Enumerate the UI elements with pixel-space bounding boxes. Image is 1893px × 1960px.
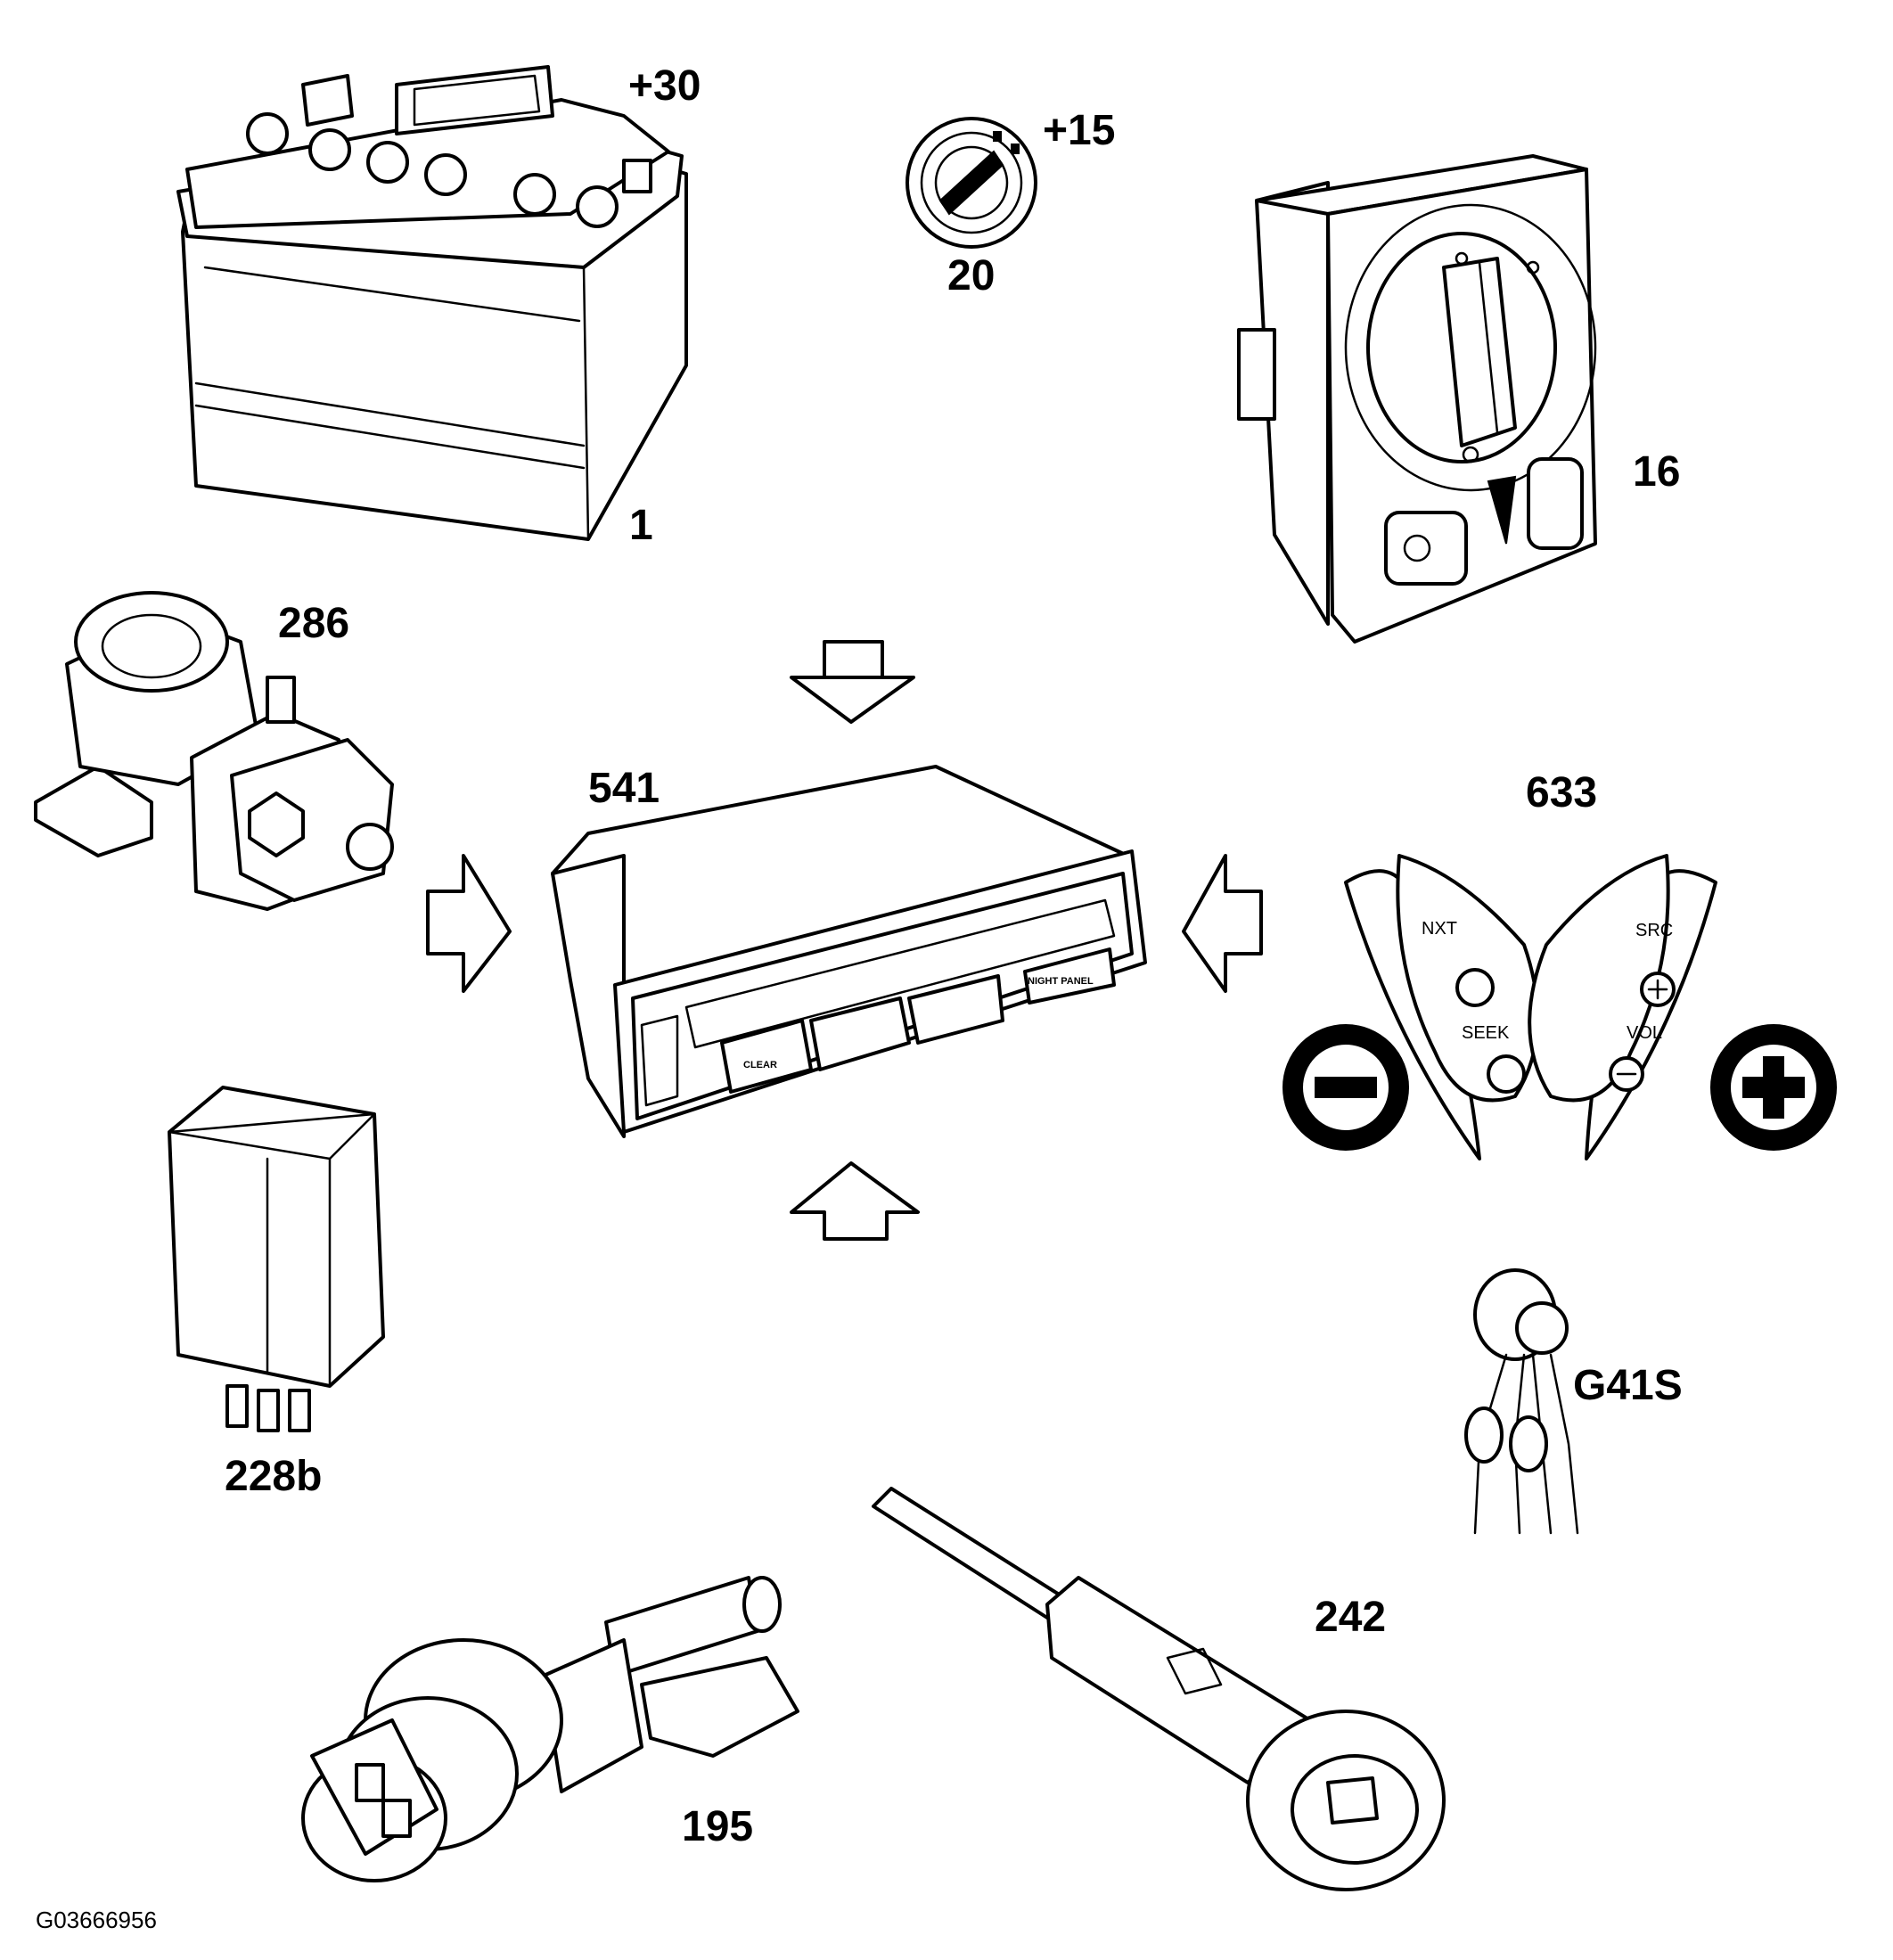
display-unit (551, 765, 1147, 1138)
ignition-switch (906, 117, 1037, 249)
sensor-242 (872, 1487, 1446, 1891)
vol-label: VOL (1627, 1023, 1662, 1043)
arrow-up-icon (790, 1161, 920, 1241)
sensor-242-label: 242 (1315, 1594, 1386, 1641)
sensor-195-label: 195 (682, 1803, 753, 1850)
arrow-right-icon (426, 854, 512, 993)
src-button-label: SRC (1635, 921, 1673, 940)
ignition-terminal-label: +15 (1043, 107, 1115, 154)
battery-label: 1 (629, 502, 653, 549)
display-unit-label: 541 (588, 765, 660, 812)
arrow-down-icon (790, 676, 915, 724)
seek-label: SEEK (1462, 1023, 1510, 1043)
steering-wheel-controls-label: 633 (1526, 769, 1597, 816)
sensor-286 (34, 591, 394, 911)
light-switch-label: 16 (1633, 448, 1680, 496)
battery-terminal-label: +30 (628, 62, 701, 110)
sensor-286-label: 286 (278, 600, 349, 647)
steering-wheel-controls (1282, 854, 1837, 1160)
figure-reference: G03666956 (36, 1907, 157, 1933)
display-night-panel-button-label: NIGHT PANEL (1028, 976, 1094, 987)
light-switch (1237, 154, 1597, 644)
arrow-down-icon (823, 640, 884, 679)
ground-point-label: G41S (1573, 1362, 1683, 1409)
ignition-switch-label: 20 (947, 252, 995, 299)
nxt-button-label: NXT (1422, 919, 1457, 939)
sensor-195 (301, 1576, 799, 1882)
relay-label: 228b (225, 1453, 322, 1500)
battery (176, 65, 688, 541)
display-clear-button-label: CLEAR (743, 1060, 777, 1070)
relay (168, 1086, 385, 1432)
ground-point (1464, 1268, 1579, 1535)
arrow-left-icon (1182, 854, 1263, 993)
